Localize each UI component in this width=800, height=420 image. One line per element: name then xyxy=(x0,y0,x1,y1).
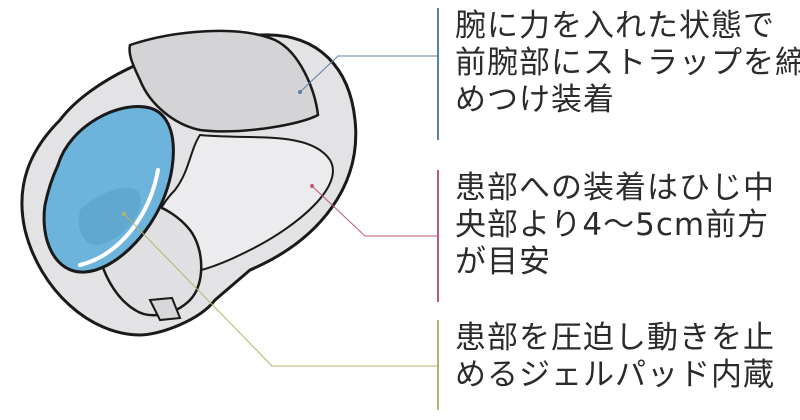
callout-text-line: めつけ装着 xyxy=(455,82,615,118)
callout-placement-guide: 患部への装着はひじ中 央部より4～5cm前方 が目安 xyxy=(437,170,797,302)
callout-text-line: 腕に力を入れた状態で xyxy=(455,8,775,44)
strap-buckle xyxy=(148,296,182,322)
leader-dot-1 xyxy=(298,90,302,94)
callout-text-line: 前腕部にストラップを締 xyxy=(455,45,800,81)
leader-line-3 xyxy=(123,213,437,367)
leader-line-2 xyxy=(311,185,437,237)
callout-text-line: が目安 xyxy=(455,244,551,280)
leader-dot-3 xyxy=(122,212,126,216)
callout-text-line: 患部への装着はひじ中 xyxy=(455,170,775,206)
callout-strap-fastening: 腕に力を入れた状態で 前腕部にストラップを締 めつけ装着 xyxy=(437,8,800,140)
gel-pad-highlight xyxy=(78,168,160,267)
callout-text-line: めるジェルパッド内蔵 xyxy=(455,357,775,393)
gel-pad-inner-shade xyxy=(78,187,141,246)
leader-dot-2 xyxy=(310,184,314,188)
gel-pad xyxy=(42,105,175,274)
callout-gel-pad: 患部を圧迫し動きを止 めるジェルパッド内蔵 xyxy=(437,320,797,410)
strap-top-flap xyxy=(128,29,320,133)
leader-line-1 xyxy=(299,55,437,93)
callout-text-line: 患部を圧迫し動きを止 xyxy=(455,320,775,356)
callout-text-line: 央部より4～5cm前方 xyxy=(455,207,770,243)
